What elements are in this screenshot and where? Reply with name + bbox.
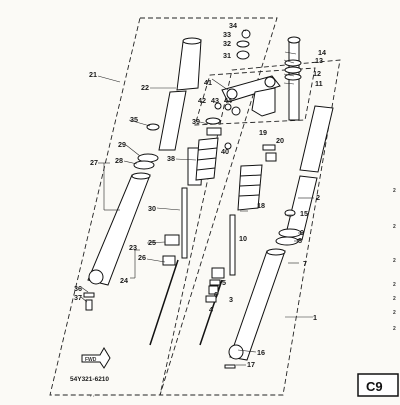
left-spring bbox=[149, 259, 179, 346]
callout-7: 7 bbox=[303, 259, 307, 268]
callout-33: 33 bbox=[223, 30, 231, 39]
part-number-code: 54Y321-6210 bbox=[70, 376, 109, 383]
edge-mark: 2 bbox=[393, 282, 396, 288]
callout-31: 31 bbox=[223, 51, 231, 60]
callout-19: 19 bbox=[259, 128, 267, 137]
callout-9: 9 bbox=[300, 228, 304, 237]
lower-bracket bbox=[251, 87, 276, 117]
callout-17: 17 bbox=[247, 360, 255, 369]
edge-mark: 2 bbox=[393, 224, 396, 230]
page-code-box bbox=[357, 373, 399, 397]
callout-20: 20 bbox=[276, 136, 284, 145]
callout-15: 15 bbox=[300, 209, 308, 218]
callout-44: 44 bbox=[224, 96, 232, 105]
right-fork-assembly bbox=[199, 105, 334, 369]
callout-16: 16 bbox=[257, 348, 265, 357]
callout-30: 30 bbox=[148, 204, 156, 213]
callout-3: 3 bbox=[229, 295, 233, 304]
assembly-frames bbox=[49, 17, 341, 396]
callout-5: 5 bbox=[222, 278, 226, 287]
left-bolt bbox=[85, 299, 93, 311]
footer-text: · · bbox=[90, 394, 95, 400]
callout-14: 14 bbox=[318, 48, 326, 57]
left-tube-cap bbox=[182, 37, 202, 45]
edge-mark: 2 bbox=[393, 296, 396, 302]
leader-lines bbox=[80, 29, 314, 366]
left-piston bbox=[164, 234, 180, 246]
callout-43: 43 bbox=[211, 96, 219, 105]
right-leg-frame bbox=[159, 59, 341, 396]
callout-29: 29 bbox=[118, 140, 126, 149]
callout-18: 18 bbox=[257, 201, 265, 210]
callout-11: 11 bbox=[315, 79, 323, 88]
edge-mark: 2 bbox=[393, 310, 396, 316]
front-direction-marker: FWD bbox=[81, 347, 111, 369]
callout-24: 24 bbox=[120, 276, 128, 285]
left-damper-rod bbox=[181, 187, 188, 259]
callout-12: 12 bbox=[313, 69, 321, 78]
front-marker-label: FWD bbox=[85, 357, 97, 363]
callout-1: 1 bbox=[313, 313, 317, 322]
edge-mark: 2 bbox=[393, 258, 396, 264]
callout-38: 38 bbox=[167, 154, 175, 163]
callout-8: 8 bbox=[298, 236, 302, 245]
callout-13: 13 bbox=[315, 56, 323, 65]
steering-bracket bbox=[221, 29, 302, 121]
callout-42: 42 bbox=[198, 96, 206, 105]
left-seat bbox=[162, 255, 176, 266]
edge-mark: 2 bbox=[393, 326, 396, 332]
left-inner-tube-top bbox=[176, 39, 202, 91]
fork-boots bbox=[195, 137, 263, 211]
center-hardware bbox=[205, 102, 241, 150]
callout-28: 28 bbox=[115, 156, 123, 165]
left-outer-top bbox=[131, 172, 151, 180]
callout-40: 40 bbox=[221, 147, 229, 156]
callout-6: 6 bbox=[214, 290, 218, 299]
left-outer-tube bbox=[87, 174, 151, 286]
callout-21: 21 bbox=[89, 70, 97, 79]
right-outer-tube bbox=[229, 250, 286, 361]
right-upper-tube bbox=[299, 105, 334, 173]
left-clip bbox=[133, 160, 155, 170]
callout-37: 37 bbox=[74, 293, 82, 302]
callout-4: 4 bbox=[209, 305, 213, 314]
callout-26: 26 bbox=[138, 253, 146, 262]
callout-39: 39 bbox=[192, 117, 200, 126]
right-edge-marks: 2 2 2 2 2 2 2 bbox=[393, 188, 396, 332]
left-fork-assembly bbox=[83, 37, 204, 346]
callout-2: 2 bbox=[316, 193, 320, 202]
left-inner-tube bbox=[158, 90, 187, 151]
right-inner-tube bbox=[284, 175, 318, 241]
left-axle-boss bbox=[88, 269, 104, 285]
callout-27: 27 bbox=[90, 158, 98, 167]
page-code: C9 bbox=[366, 379, 383, 394]
callout-23: 23 bbox=[129, 243, 137, 252]
left-drain-bolt bbox=[83, 292, 95, 298]
edge-mark: 2 bbox=[393, 188, 396, 194]
callout-41: 41 bbox=[204, 78, 212, 87]
left-oil-seal bbox=[146, 123, 160, 131]
callout-32: 32 bbox=[223, 39, 231, 48]
callout-22: 22 bbox=[141, 83, 149, 92]
callout-34: 34 bbox=[229, 21, 237, 30]
callout-35: 35 bbox=[130, 115, 138, 124]
part-callout-labels: 1234567891011121314151617181920212223242… bbox=[74, 21, 326, 369]
callout-10: 10 bbox=[239, 234, 247, 243]
callout-25: 25 bbox=[148, 238, 156, 247]
callout-36: 36 bbox=[74, 284, 82, 293]
